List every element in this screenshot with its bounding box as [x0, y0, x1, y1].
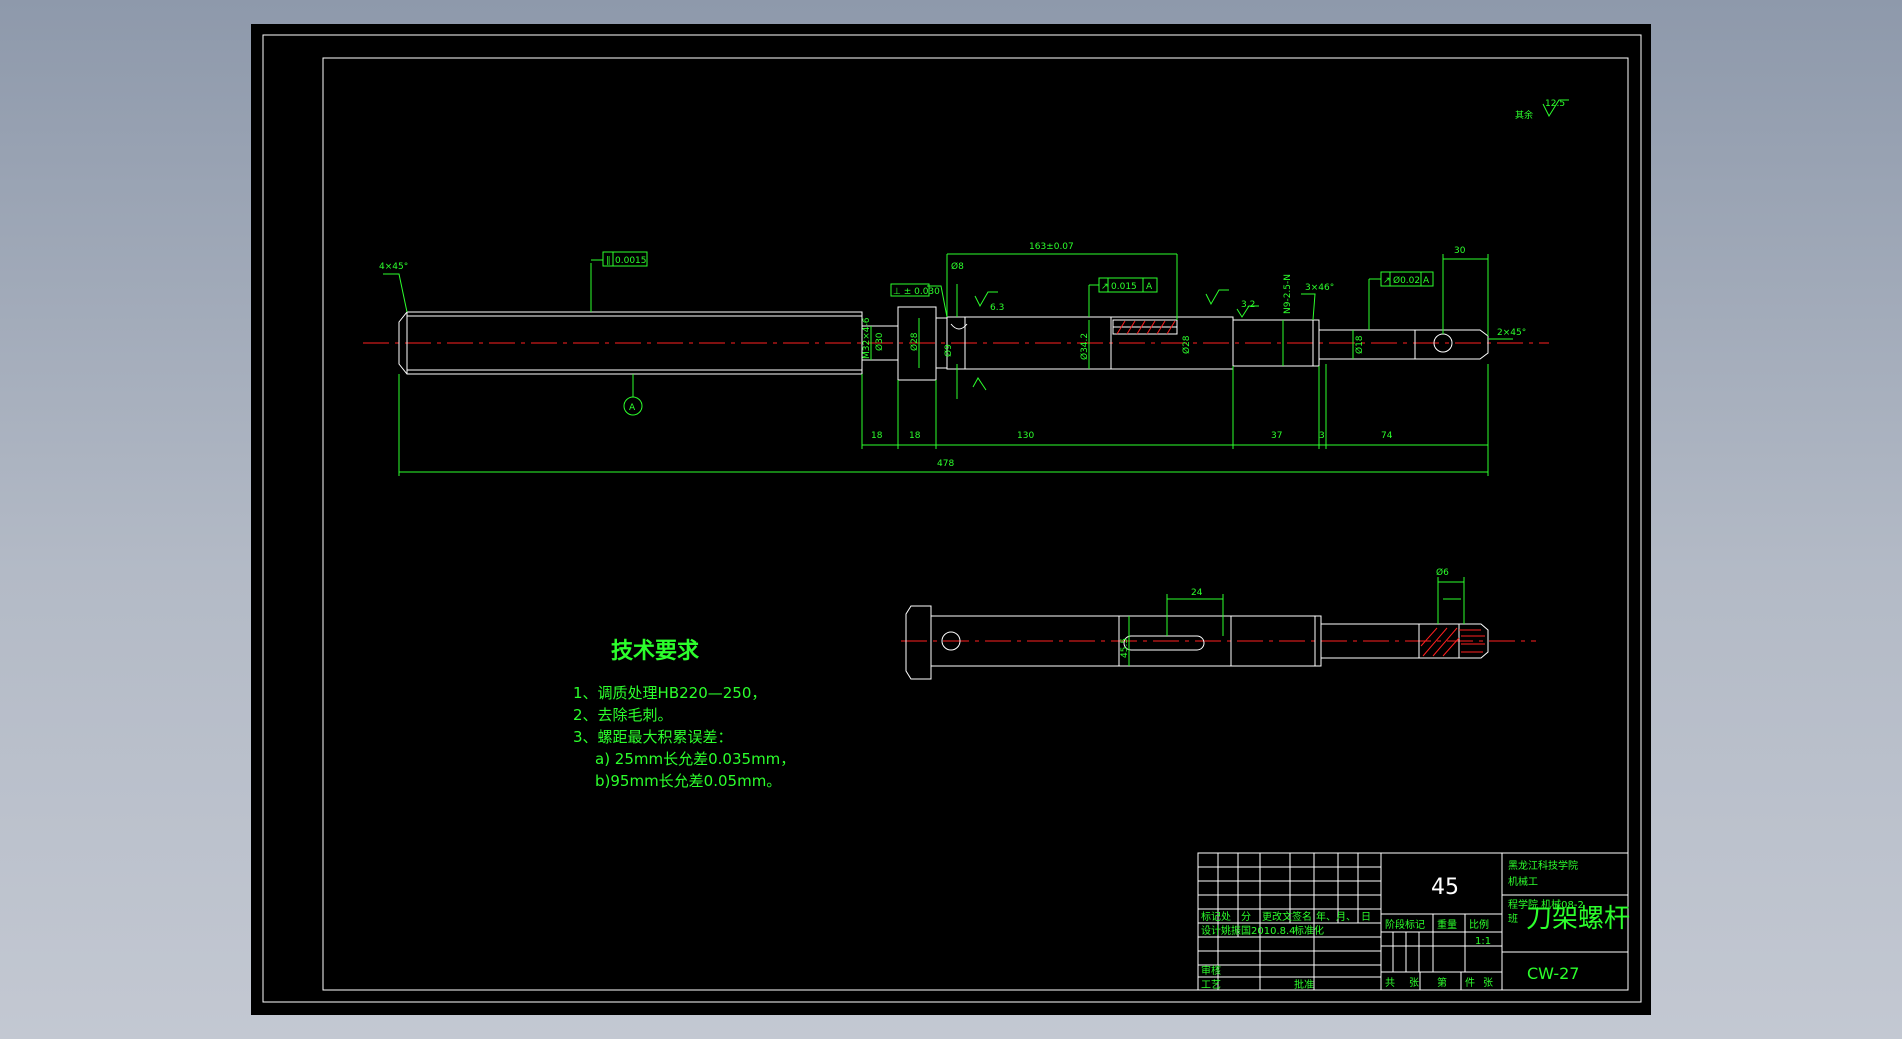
svg-text:6.3: 6.3: [990, 303, 1004, 313]
tech-item: 3、螺距最大积累误差：: [573, 728, 733, 746]
inner-border: [322, 57, 1629, 991]
roughness-note: 其余 12.5: [1515, 99, 1569, 121]
dept-name: 机械工: [1508, 875, 1538, 888]
svg-text:74: 74: [1381, 431, 1393, 441]
svg-text:3×46°: 3×46°: [1305, 283, 1334, 293]
svg-text:⊥ ± 0.030: ⊥ ± 0.030: [893, 287, 940, 297]
svg-text:Ø0.02: Ø0.02: [1393, 275, 1420, 286]
svg-text:标准化: 标准化: [1294, 924, 1324, 937]
svg-text:↗: ↗: [1383, 276, 1391, 286]
class-line: 程学院 机械08-2: [1508, 898, 1584, 911]
tech-requirements: 技术要求 1、调质处理HB220—250， 2、去除毛刺。 3、螺距最大积累误差…: [573, 639, 795, 790]
svg-text:0.0015: 0.0015: [615, 256, 647, 266]
svg-text:Ø18: Ø18: [1354, 335, 1365, 354]
svg-text:设计: 设计: [1201, 924, 1221, 937]
svg-text:478: 478: [937, 459, 954, 469]
svg-text:A: A: [1423, 276, 1430, 286]
svg-text:Ø28: Ø28: [1181, 335, 1192, 354]
tech-item: 2、去除毛刺。: [573, 706, 673, 724]
svg-text:批准: 批准: [1294, 978, 1314, 991]
svg-text:24: 24: [1191, 588, 1203, 598]
svg-text:工艺: 工艺: [1201, 979, 1221, 991]
svg-text:37: 37: [1271, 431, 1282, 441]
svg-text:重量: 重量: [1437, 918, 1457, 931]
svg-text:Ø30: Ø30: [874, 332, 885, 351]
tech-item: a) 25mm长允差0.035mm，: [595, 750, 795, 768]
cad-drawing: 其余 12.5: [262, 34, 1642, 1003]
svg-text:分: 分: [1241, 911, 1251, 923]
svg-text:A: A: [629, 403, 636, 413]
outer-border: [262, 34, 1642, 1003]
drawing-number: CW-27: [1527, 964, 1579, 983]
main-dimension-texts: 4×45° 3×46° 2×45° M32×4-6 Ø30 Ø28 Ø34.2 …: [379, 242, 1526, 469]
side-shaft-view: 24 Ø6 45.5: [901, 567, 1536, 680]
svg-text:130: 130: [1017, 431, 1034, 441]
svg-text:共: 共: [1385, 977, 1395, 989]
svg-text:3: 3: [1319, 431, 1325, 441]
svg-text:日: 日: [1361, 912, 1371, 923]
svg-text:163±0.07: 163±0.07: [1029, 242, 1074, 252]
svg-text:处: 处: [1221, 911, 1231, 923]
svg-text:∥: ∥: [606, 256, 611, 266]
svg-text:审核: 审核: [1201, 964, 1221, 977]
svg-text:A: A: [1146, 282, 1153, 292]
svg-text:4×45°: 4×45°: [379, 262, 408, 272]
svg-text:N9-2.5-N: N9-2.5-N: [1283, 274, 1293, 314]
main-shaft-view: 4×45° 3×46° 2×45° M32×4-6 Ø30 Ø28 Ø34.2 …: [363, 242, 1549, 476]
svg-text:Ø8: Ø8: [951, 261, 964, 272]
svg-text:第: 第: [1437, 976, 1447, 989]
drawing-sheet: 其余 12.5: [251, 24, 1651, 1015]
svg-text:件: 件: [1465, 977, 1475, 989]
svg-text:18: 18: [871, 431, 883, 441]
svg-text:0.015: 0.015: [1111, 282, 1137, 292]
school-name: 黑龙江科技学院: [1508, 859, 1578, 872]
svg-text:3.2: 3.2: [1241, 300, 1255, 310]
svg-text:标记: 标记: [1201, 911, 1221, 923]
material: 45: [1431, 875, 1459, 900]
svg-text:12.5: 12.5: [1545, 99, 1565, 109]
tech-item: b)95mm长允差0.05mm。: [595, 772, 781, 790]
svg-text:1:1: 1:1: [1475, 936, 1491, 947]
title-block: 45 黑龙江科技学院 机械工 程学院 机械08-2 班 刀架螺杆 CW-27 标…: [1197, 852, 1630, 991]
svg-text:Ø9: Ø9: [943, 344, 954, 357]
svg-text:Ø34.2: Ø34.2: [1079, 333, 1090, 360]
svg-text:比例: 比例: [1469, 918, 1489, 931]
svg-text:签名: 签名: [1292, 910, 1312, 923]
svg-text:M32×4-6: M32×4-6: [862, 317, 872, 359]
svg-text:更改文: 更改文: [1262, 910, 1292, 923]
tech-item: 1、调质处理HB220—250，: [573, 684, 766, 702]
svg-text:45.5: 45.5: [1120, 638, 1130, 658]
svg-text:30: 30: [1454, 246, 1466, 256]
svg-text:↗: ↗: [1101, 282, 1109, 292]
part-name: 刀架螺杆: [1526, 904, 1630, 934]
svg-text:18: 18: [909, 431, 921, 441]
svg-text:张: 张: [1409, 977, 1419, 989]
svg-text:姚振国2010.8.4: 姚振国2010.8.4: [1221, 924, 1296, 937]
svg-text:Ø6: Ø6: [1436, 567, 1449, 578]
class-line2: 班: [1508, 913, 1518, 925]
svg-text:阶段标记: 阶段标记: [1385, 918, 1425, 931]
svg-text:年、月、: 年、月、: [1316, 910, 1356, 923]
svg-text:其余: 其余: [1515, 109, 1533, 121]
svg-text:2×45°: 2×45°: [1497, 328, 1526, 338]
tech-title: 技术要求: [611, 639, 699, 664]
svg-text:张: 张: [1483, 977, 1493, 989]
svg-text:Ø28: Ø28: [909, 332, 920, 351]
